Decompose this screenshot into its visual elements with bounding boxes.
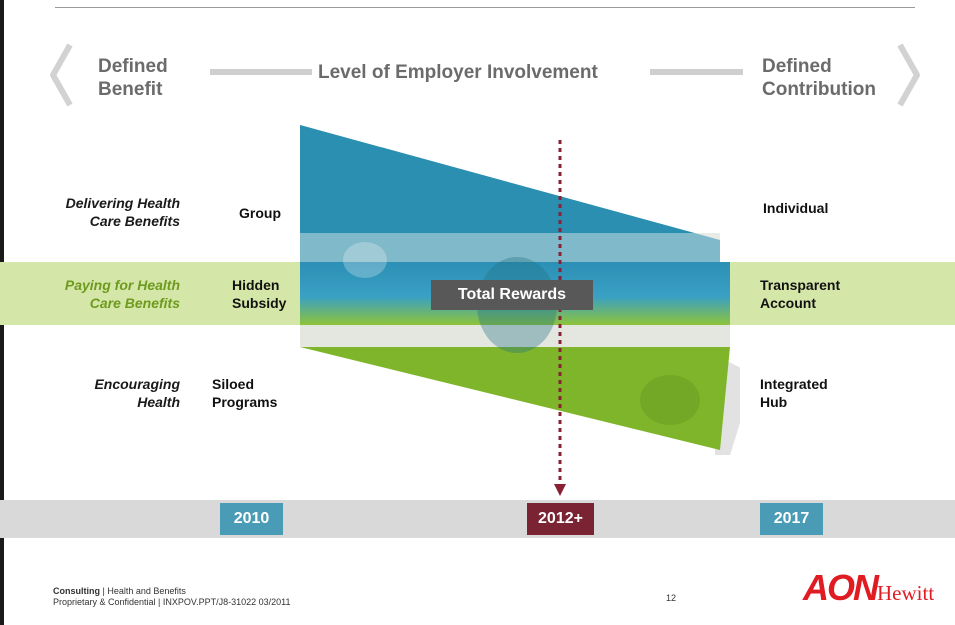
- row-label-encouraging: Encouraging Health: [94, 376, 180, 410]
- header-line-right: [650, 69, 743, 75]
- header-right-label: Defined Contribution: [762, 56, 876, 100]
- year-2017: 2017: [760, 503, 823, 535]
- chevron-left-icon: [50, 43, 73, 107]
- footer-info: Consulting | Health and Benefits Proprie…: [53, 586, 291, 607]
- year-2010: 2010: [220, 503, 283, 535]
- right-value-transparent-account: Transparent Account: [760, 277, 841, 311]
- right-value-integrated-hub: Integrated Hub: [760, 376, 828, 410]
- timeline-arrow: [554, 140, 566, 496]
- top-divider: [55, 7, 915, 8]
- header-line-left: [210, 69, 312, 75]
- total-rewards-box: Total Rewards: [431, 280, 593, 310]
- page-number: 12: [666, 593, 677, 603]
- dollar-bill-graphic: [300, 125, 740, 455]
- header-left-label: Defined Benefit: [98, 56, 168, 100]
- year-2012-plus: 2012+: [527, 503, 594, 535]
- left-value-group: Group: [239, 205, 281, 221]
- right-value-individual: Individual: [763, 200, 829, 216]
- row-label-delivering: Delivering Health Care Benefits: [65, 195, 180, 229]
- aon-hewitt-logo: AONHewitt: [803, 567, 935, 608]
- row-label-paying: Paying for Health Care Benefits: [64, 277, 180, 311]
- left-value-siloed-programs: Siloed Programs: [212, 376, 278, 410]
- chevron-right-icon: [897, 43, 920, 107]
- left-value-hidden-subsidy: Hidden Subsidy: [232, 277, 287, 311]
- header-center-label: Level of Employer Involvement: [318, 62, 598, 83]
